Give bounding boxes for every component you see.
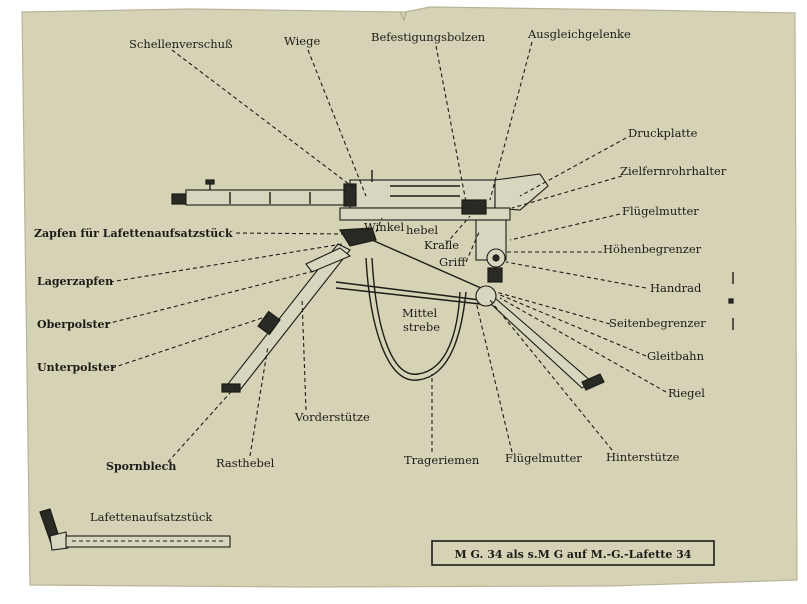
caption-text: M G. 34 als s.M G auf M.-G.-Lafette 34 [455, 548, 692, 561]
label-unterpolster: Unterpolster [37, 361, 116, 374]
middle-strut [335, 281, 481, 301]
machine-gun-drawing [171, 170, 605, 393]
labels: Schellenverschuß Wiege Befestigungsbolze… [34, 27, 727, 524]
label-rasthebel: Rasthebel [216, 456, 275, 470]
label-winkelhebel-2: hebel [406, 223, 438, 237]
label-mittelstrebe-1: Mittel [402, 306, 438, 320]
label-hoehenbegrenzer: Höhenbegrenzer [603, 242, 702, 256]
label-zapfen: Zapfen für Lafettenaufsatzstück [34, 227, 233, 240]
label-fluegelmutter-top: Flügelmutter [622, 204, 699, 218]
carrying-strap [371, 257, 461, 375]
leader-lines [105, 41, 667, 463]
lafettenaufsatzstueck-drawing [39, 508, 231, 551]
label-vorderstuetze: Vorderstütze [294, 410, 370, 424]
label-seitenbegrenzer: Seitenbegrenzer [609, 316, 706, 330]
edge-marks [728, 272, 734, 330]
buttstock [494, 173, 549, 211]
label-lafettenaufsatzstueck: Lafettenaufsatzstück [90, 510, 213, 524]
label-gleitbahn: Gleitbahn [647, 349, 705, 363]
caption-box: M G. 34 als s.M G auf M.-G.-Lafette 34 [431, 540, 715, 566]
label-spornblech: Spornblech [106, 460, 176, 473]
label-handrad: Handrad [650, 281, 702, 295]
label-befestigungsbolzen: Befestigungsbolzen [371, 30, 486, 44]
barrel-jacket [185, 189, 352, 206]
label-griff: Griff [439, 255, 466, 269]
label-zielfernrohrhalter: Zielfernrohrhalter [620, 164, 727, 178]
barrel-muzzle [171, 193, 187, 205]
label-trageriemen: Trageriemen [404, 453, 480, 467]
label-hinterstuetze: Hinterstütze [606, 450, 680, 464]
label-mittelstrebe-2: strebe [403, 320, 440, 334]
label-oberpolster: Oberpolster [37, 318, 111, 331]
paper-crease [399, 11, 407, 22]
label-wiege: Wiege [284, 34, 320, 48]
leg-pad [257, 310, 281, 336]
paper-card [21, 6, 798, 588]
label-schellenverschluss: Schellenverschuß [129, 37, 233, 51]
label-kralle: Kralle [424, 238, 459, 252]
label-lagerzapfen: Lagerzapfen [37, 275, 113, 288]
label-winkelhebel-1: Winkel [364, 220, 404, 234]
label-riegel: Riegel [668, 386, 705, 400]
label-ausgleichgelenke: Ausgleichgelenke [527, 27, 631, 41]
label-fluegelmutter-bottom: Flügelmutter [505, 451, 582, 465]
front-mount [338, 227, 377, 247]
label-druckplatte: Druckplatte [628, 126, 698, 140]
